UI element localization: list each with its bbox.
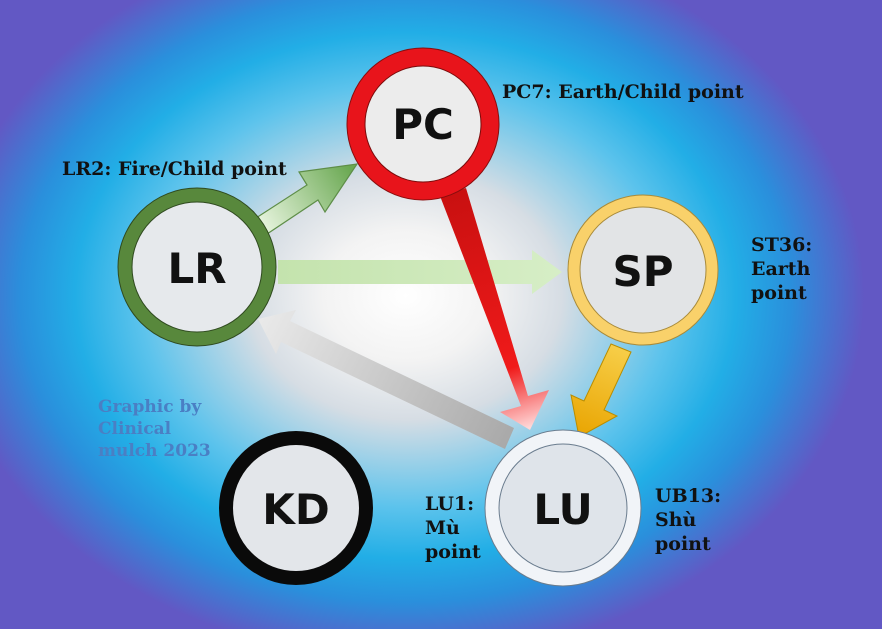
arrow-sp-to-lu: [570, 343, 632, 438]
arrow-lr-to-pc: [255, 163, 359, 235]
node-sp-label: SP: [612, 247, 673, 296]
arrow-lu-to-lr: [258, 310, 514, 449]
node-sp-ring: [568, 195, 718, 345]
node-lu: LU: [484, 429, 642, 587]
node-kd-ring: [219, 431, 373, 585]
annotation-st36: ST36: Earth point: [751, 234, 813, 304]
arrow-pc-to-lu: [440, 188, 549, 430]
node-pc: PC: [346, 47, 500, 201]
annotation-ub13: UB13: Shù point: [655, 485, 722, 555]
node-sp: SP: [567, 194, 719, 346]
nodes: PC LR SP LU KD: [117, 47, 719, 587]
node-lu-ring: [485, 430, 641, 586]
credit-text: Graphic by Clinical mulch 2023: [98, 397, 211, 461]
annotation-lr2: LR2: Fire/Child point: [62, 158, 287, 180]
node-lr-label: LR: [167, 244, 226, 293]
arrows: [255, 163, 632, 449]
node-lu-label: LU: [533, 485, 592, 534]
node-pc-label: PC: [392, 100, 454, 149]
annotation-lu1: LU1: Mù point: [425, 493, 481, 563]
node-kd: KD: [219, 431, 373, 585]
node-pc-ring: [347, 48, 499, 200]
node-lr: LR: [117, 187, 277, 347]
node-kd-label: KD: [262, 485, 329, 534]
annotation-pc7: PC7: Earth/Child point: [502, 81, 744, 103]
node-lr-ring: [118, 188, 276, 346]
arrow-lr-to-sp: [278, 250, 562, 294]
